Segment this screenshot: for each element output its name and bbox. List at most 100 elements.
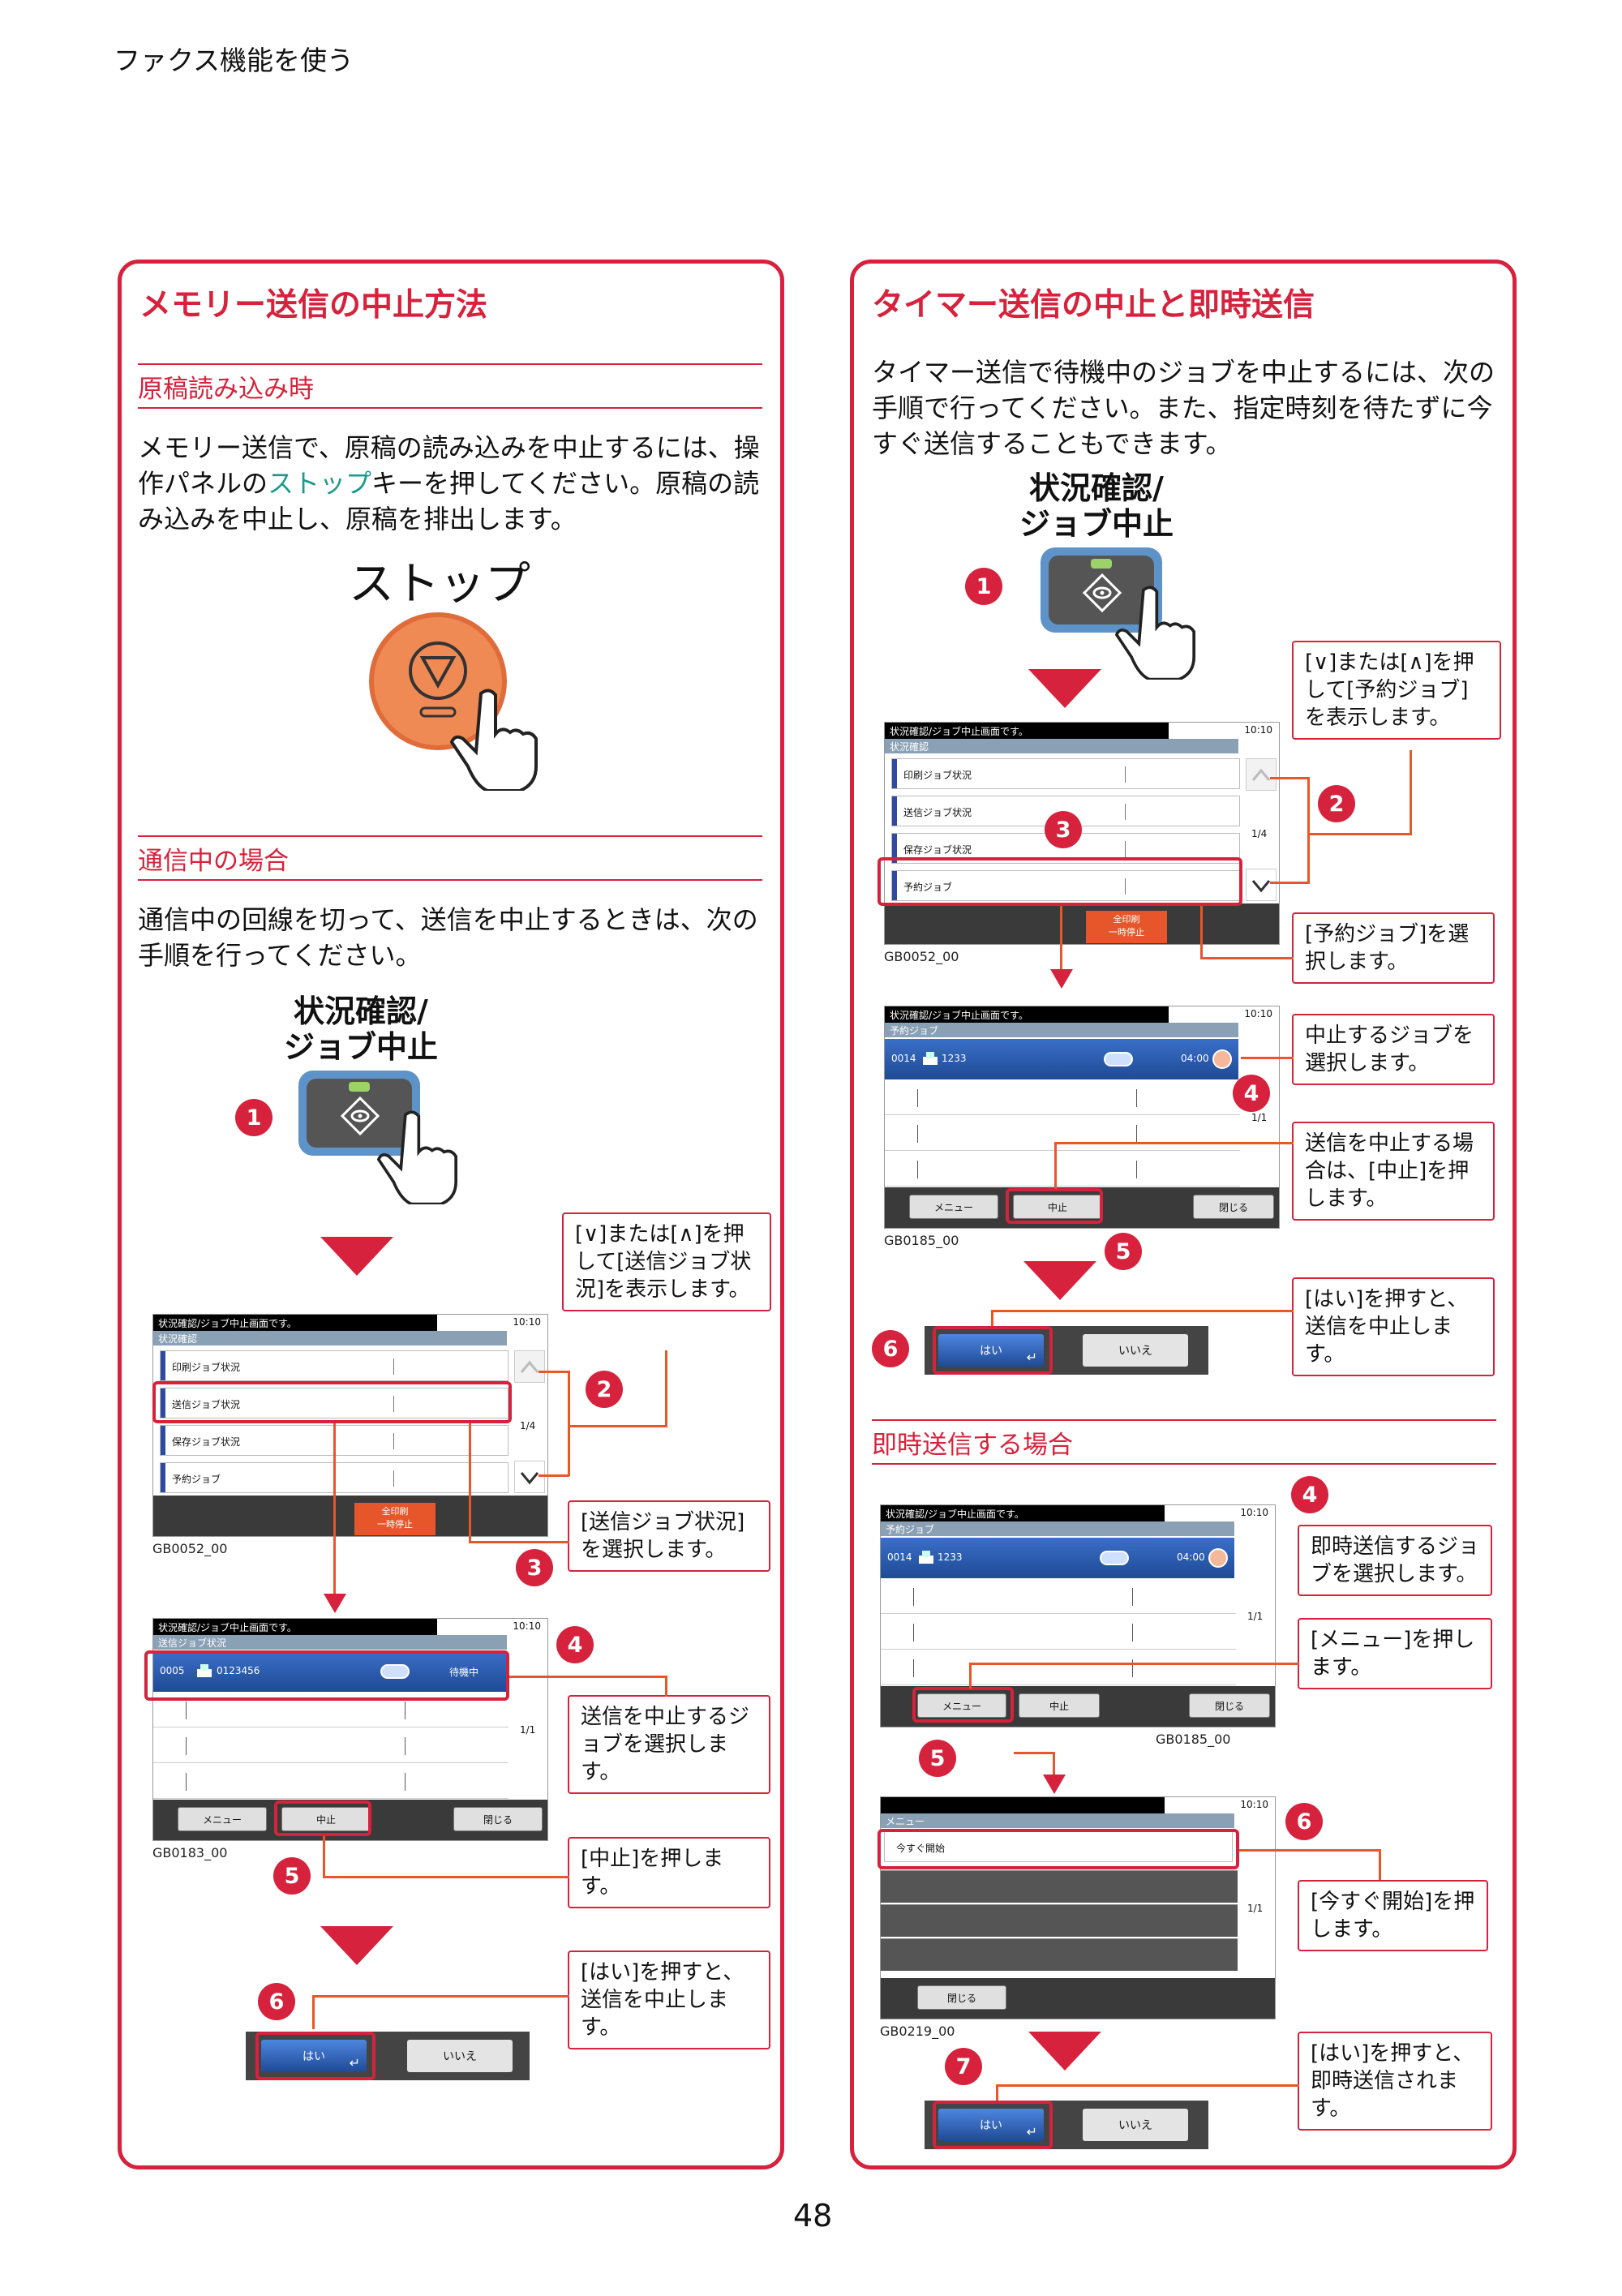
right-step-6: 6 [872, 1330, 909, 1367]
list-item[interactable]: 送信ジョブ状況 [160, 1388, 508, 1418]
highlight-stop [1006, 1188, 1103, 1224]
page-indicator: 1/1 [1247, 1903, 1264, 1914]
right-screen-3-caption: GB0185_00 [1156, 1732, 1231, 1747]
cancel-job-button[interactable]: 中止 [1013, 1195, 1102, 1219]
start-now-item[interactable]: 今すぐ開始 [884, 1831, 1233, 1862]
left-arrow-2 [320, 1926, 393, 1965]
chevron-down-icon [520, 1472, 539, 1485]
right-step-3: 3 [1045, 811, 1082, 848]
eye-diamond-icon [1083, 573, 1122, 612]
yes-button[interactable]: はい↵ [261, 2040, 367, 2072]
cancel-job-button[interactable]: 中止 [281, 1807, 371, 1831]
right-callout-b4: 即時送信するジョブを選択します。 [1298, 1525, 1492, 1596]
highlight-start-now [878, 1829, 1239, 1869]
fax-icon [923, 1052, 938, 1065]
right-callout-5: 送信を中止する場合は、[中止]を押します。 [1292, 1122, 1495, 1221]
chevron-down-icon [1251, 880, 1271, 893]
page-indicator: 1/4 [1251, 828, 1268, 839]
enter-icon: ↵ [1026, 1350, 1037, 1365]
table-row [881, 1616, 1236, 1650]
no-button[interactable]: いいえ [407, 2040, 513, 2072]
highlight-stop [274, 1800, 371, 1836]
table-row [885, 1117, 1240, 1151]
list-item[interactable]: 印刷ジョブ状況 [160, 1350, 508, 1381]
screen-title: 状況確認/ジョブ中止画面です。 [885, 723, 1169, 739]
right-status-key-label: 状況確認/ ジョブ中止 [1003, 470, 1190, 542]
yes-button[interactable]: はい↵ [938, 2109, 1044, 2141]
left-para1-key: ストップ [268, 468, 372, 499]
right-callout-4: 中止するジョブを選択します。 [1292, 1014, 1495, 1085]
table-row [153, 1729, 508, 1763]
stop-key [369, 612, 507, 750]
fax-icon [197, 1664, 212, 1677]
left-sub1: 原稿読み込み時 [138, 363, 762, 409]
right-screen-1-caption: GB0052_00 [884, 949, 959, 964]
screen-title: 状況確認/ジョブ中止画面です。 [885, 1006, 1169, 1023]
close-button[interactable]: 閉じる [453, 1807, 543, 1831]
right-key-line2: ジョブ中止 [1019, 506, 1174, 542]
left-callout-5: [中止]を押します。 [568, 1837, 770, 1908]
scroll-up-button[interactable] [514, 1350, 545, 1383]
menu-button[interactable]: メニュー [178, 1807, 267, 1831]
highlight-menu [912, 1687, 1014, 1723]
right-screen-4-caption: GB0219_00 [880, 2023, 955, 2039]
page-number: 48 [793, 2198, 833, 2234]
left-arrow-1 [320, 1237, 393, 1276]
left-status-key [298, 1071, 420, 1156]
right-screen-2-caption: GB0185_00 [884, 1233, 959, 1248]
right-screen-3: 状況確認/ジョブ中止画面です。10:10 予約ジョブ 0014 1233 04:… [880, 1504, 1276, 1727]
right-callout-b5: [メニュー]を押します。 [1298, 1618, 1492, 1689]
pause-all-print-button[interactable]: 全印刷一時停止 [354, 1503, 436, 1535]
list-item[interactable]: 印刷ジョブ状況 [891, 758, 1240, 789]
scroll-up-button[interactable] [1246, 758, 1277, 791]
left-screen-1: 状況確認/ジョブ中止画面です。10:10 状況確認 印刷ジョブ状況 送信ジョブ状… [152, 1314, 548, 1537]
screen-title: 状況確認/ジョブ中止画面です。 [881, 1505, 1165, 1521]
clock-icon [1208, 1548, 1228, 1568]
fax-icon [919, 1551, 933, 1564]
scroll-down-button[interactable] [514, 1461, 545, 1493]
cancel-job-button[interactable]: 中止 [1019, 1693, 1100, 1718]
close-button[interactable]: 閉じる [1193, 1195, 1274, 1219]
no-button[interactable]: いいえ [1083, 2109, 1188, 2141]
right-status-key [1041, 547, 1162, 633]
left-step-1: 1 [235, 1099, 272, 1136]
job-row[interactable]: 0005 0123456 待機中 [153, 1651, 507, 1692]
left-key-line2: ジョブ中止 [283, 1029, 438, 1065]
menu-button[interactable]: メニュー [917, 1693, 1006, 1718]
left-key-line1: 状況確認/ [294, 994, 428, 1029]
right-arrow-3 [1028, 2032, 1101, 2071]
yes-button[interactable]: はい↵ [938, 1334, 1044, 1367]
close-button[interactable]: 閉じる [917, 1985, 1006, 2010]
screen-subheader: 状況確認 [885, 739, 1238, 753]
left-step-2: 2 [586, 1371, 623, 1408]
page-indicator: 1/1 [1251, 1112, 1268, 1123]
screen-subheader: メニュー [881, 1813, 1234, 1828]
screen-subheader: 予約ジョブ [885, 1023, 1238, 1037]
menu-button[interactable]: メニュー [909, 1195, 998, 1219]
no-button[interactable]: いいえ [1083, 1334, 1188, 1367]
job-row[interactable]: 0014 1233 04:00 [885, 1039, 1238, 1079]
pause-all-print-button[interactable]: 全印刷一時停止 [1086, 911, 1167, 943]
right-step-1: 1 [965, 568, 1002, 605]
chevron-up-icon [520, 1360, 539, 1373]
left-callout-3: [送信ジョブ状況]を選択します。 [568, 1500, 770, 1572]
right-screen-1: 状況確認/ジョブ中止画面です。10:10 状況確認 印刷ジョブ状況 送信ジョブ状… [884, 722, 1280, 945]
highlight-yes [933, 1326, 1053, 1375]
right-step-b6: 6 [1285, 1803, 1323, 1840]
left-step-3: 3 [516, 1549, 553, 1586]
scroll-down-button[interactable] [1246, 869, 1277, 901]
hand-icon [450, 689, 538, 791]
screen-title: 状況確認/ジョブ中止画面です。 [153, 1619, 437, 1635]
right-step-2: 2 [1318, 785, 1355, 822]
highlight-reserved-job [878, 857, 1242, 906]
left-para1: メモリー送信で、原稿の読み込みを中止するには、操作パネルのストップキーを押してく… [138, 430, 762, 537]
screen-time: 10:10 [1240, 1507, 1268, 1518]
right-callout-b6: [今すぐ開始]を押します。 [1298, 1880, 1488, 1951]
right-step-4: 4 [1233, 1075, 1270, 1112]
job-row[interactable]: 0014 1233 04:00 [881, 1538, 1234, 1578]
page-indicator: 1/1 [1247, 1611, 1264, 1622]
close-button[interactable]: 閉じる [1189, 1693, 1270, 1718]
list-item[interactable]: 予約ジョブ [891, 870, 1240, 901]
screen-subheader: 状況確認 [153, 1331, 507, 1345]
right-sub2: 即時送信する場合 [872, 1419, 1496, 1465]
